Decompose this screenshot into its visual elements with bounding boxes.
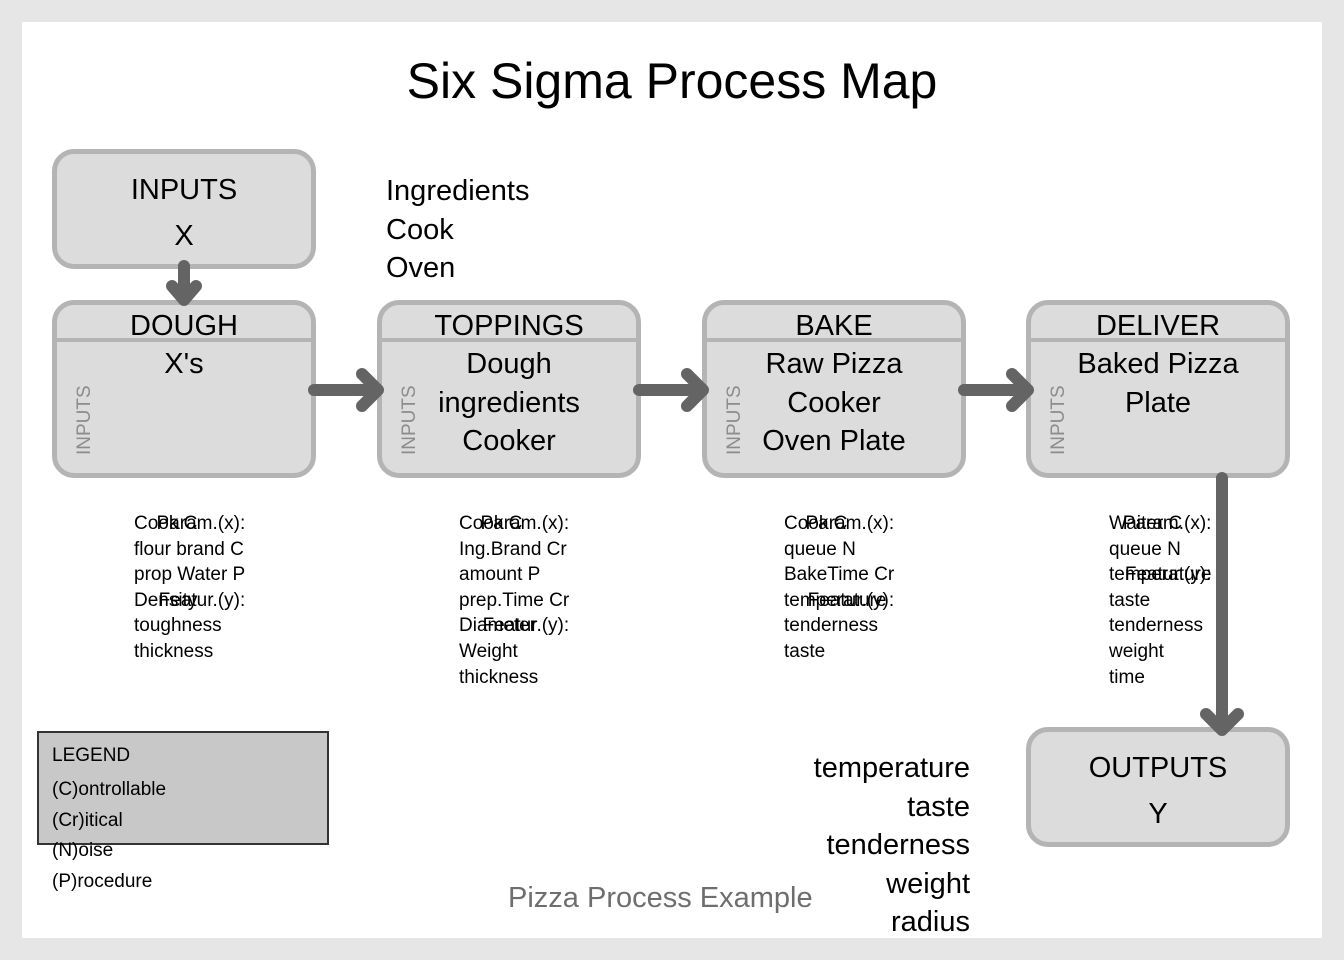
legend-item: (N)oise	[52, 840, 114, 862]
outputs-symbol: Y	[1148, 798, 1168, 830]
global-input-item: Cook	[386, 213, 454, 246]
feature-item: time	[1109, 666, 1145, 688]
step-header: DELIVER	[1031, 305, 1285, 342]
step-name: TOPPINGS	[434, 310, 584, 342]
outputs-box: OUTPUTS Y	[1026, 727, 1290, 847]
step-inputs: Dough ingredients Cooker	[382, 345, 636, 461]
param-item: Cook C	[784, 513, 848, 534]
legend-item: (C)ontrollable	[52, 778, 167, 800]
output-item: temperature	[813, 752, 970, 784]
step-params-bake: Param.(x):Cook C queue N BakeTime Cr Fea…	[784, 511, 894, 665]
step-params-toppings: Param.(x):Cook C Ing.Brand Cr amount P p…	[459, 511, 569, 690]
feature-item: tenderness	[1109, 615, 1204, 637]
arrow-toppings-to-bake	[633, 368, 709, 412]
step-input-item: Cooker	[462, 425, 556, 457]
legend-box	[37, 731, 329, 845]
step-inputs: Raw Pizza Cooker Oven Plate	[707, 345, 961, 461]
step-input-item: ingredients	[438, 386, 580, 419]
inputs-box: INPUTS X	[52, 149, 316, 269]
output-item: radius	[891, 906, 970, 938]
params-label: Param.(x):	[1122, 513, 1212, 534]
arrow-bake-to-deliver	[958, 368, 1034, 412]
outputs-list: temperature taste tenderness weight radi…	[814, 749, 970, 938]
feature-item: thickness	[134, 640, 214, 662]
legend-title: LEGEND	[52, 745, 131, 766]
flow-arrows	[166, 260, 1244, 736]
step-name: BAKE	[795, 310, 873, 342]
step-header: DOUGH	[57, 305, 311, 342]
step-input-item: Plate	[1124, 386, 1192, 419]
feature-item: weight	[1109, 640, 1164, 662]
step-input-item: Dough	[466, 348, 552, 380]
diagram-subtitle: Pizza Process Example	[508, 882, 813, 914]
diagram-canvas: Six Sigma Process Map INPUTS X Ingredien…	[22, 22, 1322, 938]
step-header: BAKE	[707, 305, 961, 342]
param-item: queue N	[1109, 538, 1181, 560]
output-item: weight	[886, 867, 970, 900]
param-item: queue N	[784, 538, 856, 560]
step-params-deliver: Param.(x):Waiter C queue N Featur.(y):te…	[1109, 511, 1211, 690]
feature-item: thickness	[459, 666, 539, 688]
step-input-item: Oven Plate	[762, 425, 906, 457]
features-label: Featur.(y):	[482, 615, 570, 637]
step-box-bake: BAKE Raw Pizza Cooker Oven Plate INPUTS	[702, 300, 966, 478]
step-name: DOUGH	[130, 310, 238, 342]
param-item: amount P	[459, 564, 541, 586]
feature-item: temperature	[784, 589, 887, 611]
param-item: prep.Time Cr	[459, 589, 570, 611]
legend-item: (P)rocedure	[52, 871, 153, 893]
params-label: Param.(x):	[805, 513, 895, 534]
output-item: tenderness	[826, 829, 971, 861]
legend-item: (Cr)itical	[52, 809, 123, 831]
arrow-deliver-to-outputs	[1200, 472, 1244, 736]
feature-item: Weight	[459, 640, 518, 662]
param-item: prop Water P	[134, 564, 246, 586]
features-label: Featur.(y):	[807, 589, 895, 611]
feature-item: taste	[1109, 589, 1151, 611]
param-item: Cook C	[459, 513, 523, 534]
feature-item: toughness	[134, 615, 222, 637]
global-input-item: Oven	[386, 252, 456, 284]
step-input-item: Raw Pizza	[765, 348, 903, 380]
param-item: Ing.Brand Cr	[459, 538, 567, 560]
feature-item: taste	[784, 640, 826, 662]
legend-text: LEGEND (C)ontrollable (Cr)itical (N)oise…	[52, 744, 166, 898]
step-header: TOPPINGS	[382, 305, 636, 342]
param-item: flour brand C	[134, 538, 244, 560]
features-label: Featur.(y):	[158, 589, 246, 611]
step-name: DELIVER	[1095, 310, 1221, 342]
param-item: Waiter C	[1109, 513, 1183, 534]
step-input-item: Baked Pizza	[1077, 348, 1239, 380]
inputs-symbol: X	[174, 220, 194, 252]
inputs-label: INPUTS	[130, 174, 238, 206]
step-input-item: Cooker	[787, 386, 881, 419]
param-item: Cook C	[134, 513, 198, 534]
feature-item: tenderness	[784, 615, 879, 637]
feature-item: Diameter	[459, 615, 537, 637]
step-box-deliver: DELIVER Baked Pizza Plate INPUTS	[1026, 300, 1290, 478]
outputs-label: OUTPUTS	[1088, 752, 1228, 784]
step-inputs: Baked Pizza Plate	[1031, 345, 1285, 422]
arrow-inputs-to-dough	[166, 260, 202, 306]
step-inputs: X's	[57, 345, 311, 384]
arrow-dough-to-toppings	[308, 368, 384, 412]
diagram-title: Six Sigma Process Map	[406, 53, 938, 109]
feature-item: Density	[134, 589, 198, 611]
params-label: Param.(x):	[480, 513, 570, 534]
params-label: Param.(x):	[156, 513, 246, 534]
step-input-item: X's	[164, 348, 204, 380]
step-box-toppings: TOPPINGS Dough ingredients Cooker INPUTS	[377, 300, 641, 478]
output-item: taste	[907, 790, 970, 823]
step-params-dough: Param.(x):Cook C flour brand C prop Wate…	[134, 511, 245, 665]
features-label: Featur.(y):	[1124, 564, 1212, 586]
param-item: BakeTime Cr	[784, 564, 895, 586]
global-input-item: Ingredients	[386, 175, 530, 207]
feature-item: temperature	[1109, 564, 1212, 586]
global-inputs-list: Ingredients Cook Oven	[386, 172, 530, 288]
